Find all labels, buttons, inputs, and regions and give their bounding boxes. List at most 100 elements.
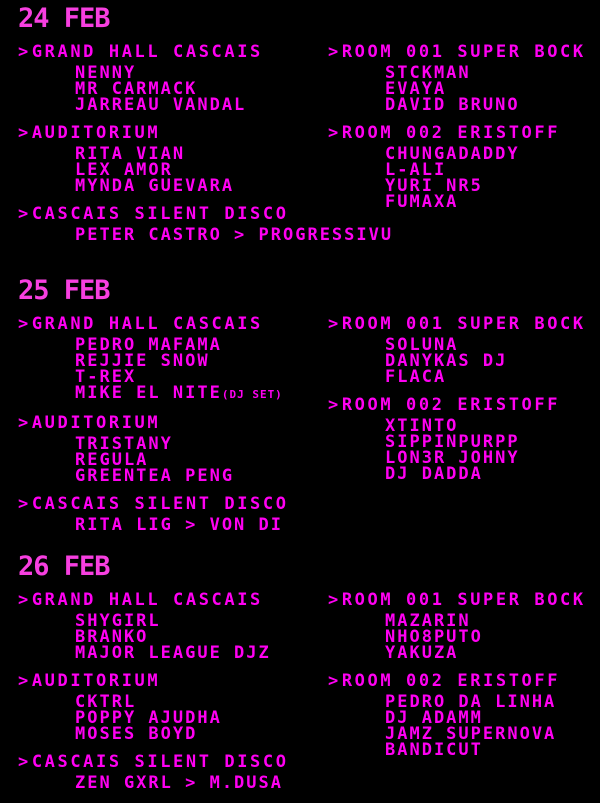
venue-name: CASCAIS SILENT DISCO (31, 494, 289, 514)
artist-name: EVAYA (385, 79, 447, 99)
arrow-icon: > (18, 314, 31, 334)
venue-group: >ROOM 001 SUPER BOCK STCKMAN EVAYA DAVID… (328, 42, 600, 115)
venue-header: >ROOM 001 SUPER BOCK (328, 590, 600, 610)
venue-header: >ROOM 002 ERISTOFF (328, 395, 600, 415)
day2-right-column: >ROOM 001 SUPER BOCK SOLUNA DANYKAS DJ F… (328, 316, 600, 494)
venue-group: >CASCAIS SILENT DISCO PETER CASTRO > PRO… (18, 204, 394, 245)
venue-name: ROOM 001 SUPER BOCK (341, 590, 586, 610)
venue-name: GRAND HALL CASCAIS (31, 314, 263, 334)
day-date: 24 FEB (18, 3, 111, 34)
artist-name: JAMZ SUPERNOVA (385, 724, 557, 744)
artist-name: JARREAU VANDAL (75, 95, 247, 115)
artist-note: (DJ SET) (221, 388, 283, 401)
arrow-icon: > (18, 204, 31, 224)
artist-name: L-ALI (385, 160, 447, 180)
venue-name: ROOM 002 ERISTOFF (341, 395, 561, 415)
venue-header: >CASCAIS SILENT DISCO (18, 204, 313, 224)
artist-name: REJJIE SNOW (75, 351, 210, 371)
arrow-icon: > (328, 671, 341, 691)
artist-name: XTINTO (385, 416, 459, 436)
day3-left-column: >GRAND HALL CASCAIS SHYGIRL BRANKO MAJOR… (18, 592, 313, 803)
artist-name: REGULA (75, 450, 149, 470)
artist-name: CKTRL (75, 692, 137, 712)
venue-header: >GRAND HALL CASCAIS (18, 314, 313, 334)
artist-name: SIPPINPURPP (385, 432, 520, 452)
day1-left-column: >GRAND HALL CASCAIS NENNY MR CARMACK JAR… (18, 42, 394, 255)
venue-header: >ROOM 002 ERISTOFF (328, 671, 600, 691)
venue-group: >CASCAIS SILENT DISCO RITA LIG > VON DI (18, 494, 313, 535)
venue-name: GRAND HALL CASCAIS (31, 590, 263, 610)
venue-name: ROOM 002 ERISTOFF (341, 123, 561, 143)
artist-name: BRANKO (75, 627, 149, 647)
venue-header: >AUDITORIUM (18, 671, 313, 691)
artist-name: MIKE EL NITE(DJ SET) (18, 385, 313, 403)
artist-name: GREENTEA PENG (75, 466, 235, 486)
artist-name: DAVID BRUNO (385, 95, 520, 115)
day-date: 25 FEB (18, 275, 111, 306)
day1-right-column: >ROOM 001 SUPER BOCK STCKMAN EVAYA DAVID… (328, 44, 600, 222)
venue-header: >GRAND HALL CASCAIS (18, 590, 313, 610)
venue-group: >AUDITORIUM CKTRL POPPY AJUDHA MOSES BOY… (18, 671, 313, 743)
artist-name: FLACA (385, 367, 447, 387)
artist-name: YURI NR5 (385, 176, 483, 196)
venue-group: >ROOM 001 SUPER BOCK MAZARIN NHO8PUTO YA… (328, 590, 600, 663)
venue-header: >GRAND HALL CASCAIS (18, 42, 313, 62)
artist-name: T-REX (75, 367, 137, 387)
arrow-icon: > (18, 123, 31, 143)
arrow-icon: > (18, 671, 31, 691)
venue-name: ROOM 002 ERISTOFF (341, 671, 561, 691)
arrow-icon: > (18, 590, 31, 610)
artist-name: POPPY AJUDHA (75, 708, 222, 728)
arrow-icon: > (328, 314, 341, 334)
artist-name: YAKUZA (385, 643, 459, 663)
artist-name: PEDRO DA LINHA (385, 692, 557, 712)
artist-name: CHUNGADADDY (385, 144, 520, 164)
arrow-icon: > (18, 413, 31, 433)
venue-name: GRAND HALL CASCAIS (31, 42, 263, 62)
artist-name: DJ DADDA (385, 464, 483, 484)
venue-header: >AUDITORIUM (18, 413, 313, 433)
artist-name: PETER CASTRO > PROGRESSIVU (75, 225, 394, 245)
venue-name: ROOM 001 SUPER BOCK (341, 314, 586, 334)
artist-name: DJ ADAMM (385, 708, 483, 728)
venue-header: >AUDITORIUM (18, 123, 313, 143)
artist-name: SOLUNA (385, 335, 459, 355)
venue-name: AUDITORIUM (31, 123, 161, 143)
arrow-icon: > (18, 494, 31, 514)
arrow-icon: > (328, 395, 341, 415)
venue-group: >ROOM 001 SUPER BOCK SOLUNA DANYKAS DJ F… (328, 314, 600, 387)
artist-name: TRISTANY (75, 434, 173, 454)
venue-group: >GRAND HALL CASCAIS SHYGIRL BRANKO MAJOR… (18, 590, 313, 663)
day3-right-column: >ROOM 001 SUPER BOCK MAZARIN NHO8PUTO YA… (328, 592, 600, 770)
venue-header: >CASCAIS SILENT DISCO (18, 494, 313, 514)
artist-name: NENNY (75, 63, 137, 83)
arrow-icon: > (18, 42, 31, 62)
venue-name: ROOM 001 SUPER BOCK (341, 42, 586, 62)
artist-name: NHO8PUTO (385, 627, 483, 647)
venue-header: >ROOM 001 SUPER BOCK (328, 314, 600, 334)
venue-group: >GRAND HALL CASCAIS NENNY MR CARMACK JAR… (18, 42, 313, 115)
arrow-icon: > (18, 752, 31, 772)
venue-group: >AUDITORIUM TRISTANY REGULA GREENTEA PEN… (18, 413, 313, 486)
arrow-icon: > (328, 123, 341, 143)
day2-left-column: >GRAND HALL CASCAIS PEDRO MAFAMA REJJIE … (18, 316, 313, 545)
artist-name: STCKMAN (385, 63, 471, 83)
arrow-icon: > (328, 590, 341, 610)
venue-group: >ROOM 002 ERISTOFF XTINTO SIPPINPURPP LO… (328, 395, 600, 484)
venue-name: CASCAIS SILENT DISCO (31, 752, 289, 772)
artist-name: ZEN GXRL > M.DUSA (75, 773, 283, 793)
venue-name: AUDITORIUM (31, 413, 161, 433)
artist-name: BANDICUT (385, 740, 483, 760)
venue-header: >ROOM 002 ERISTOFF (328, 123, 600, 143)
artist-name: PEDRO MAFAMA (75, 335, 222, 355)
venue-name: CASCAIS SILENT DISCO (31, 204, 289, 224)
arrow-icon: > (328, 42, 341, 62)
venue-group: >AUDITORIUM RITA VIAN LEX AMOR MYNDA GUE… (18, 123, 313, 195)
artist-name: MAJOR LEAGUE DJZ (75, 643, 271, 663)
artist-name: FUMAXA (385, 192, 459, 212)
venue-group: >ROOM 002 ERISTOFF CHUNGADADDY L-ALI YUR… (328, 123, 600, 212)
artist-name: RITA LIG > VON DI (75, 515, 283, 535)
venue-header: >CASCAIS SILENT DISCO (18, 752, 313, 772)
venue-group: >ROOM 002 ERISTOFF PEDRO DA LINHA DJ ADA… (328, 671, 600, 760)
artist-name: SHYGIRL (75, 611, 161, 631)
